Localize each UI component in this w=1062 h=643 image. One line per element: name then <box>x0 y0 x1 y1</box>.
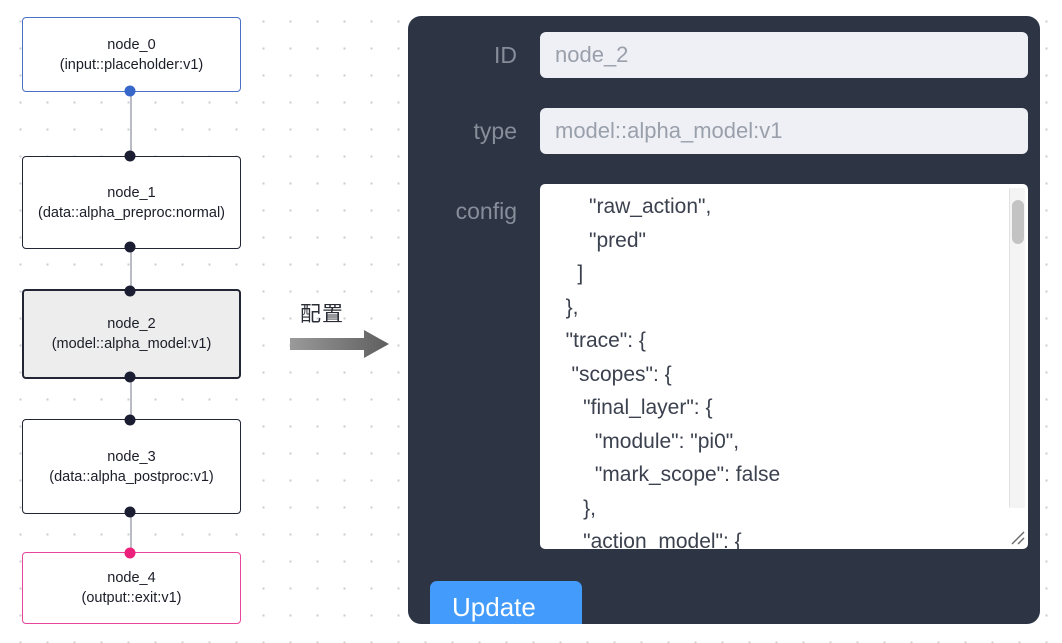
config-scrollbar-thumb[interactable] <box>1012 200 1024 244</box>
edge-node3-node4 <box>130 510 132 556</box>
type-label: type <box>473 117 517 144</box>
node-config-panel: ID type config Update <box>408 16 1040 624</box>
graph-node-node_1[interactable]: node_1(data::alpha_preproc:normal) <box>22 156 241 249</box>
node-label: node_0(input::placeholder:v1) <box>59 36 204 73</box>
config-scrollbar[interactable] <box>1009 188 1025 508</box>
node_1-port-out[interactable] <box>124 241 136 253</box>
node-label: node_3(data::alpha_postproc:v1) <box>49 448 214 485</box>
arrow-right-icon <box>290 330 389 358</box>
node_2-port-out[interactable] <box>124 371 136 383</box>
node_3-port-out[interactable] <box>124 506 136 518</box>
type-field-row: type <box>422 108 1028 154</box>
graph-node-node_0[interactable]: node_0(input::placeholder:v1) <box>22 17 241 92</box>
config-field-row: config <box>422 184 1028 549</box>
id-field-row: ID <box>422 32 1028 78</box>
edge-node1-node2 <box>130 245 132 293</box>
type-input[interactable] <box>540 108 1028 154</box>
node_2-port-in[interactable] <box>124 285 136 297</box>
graph-node-node_4[interactable]: node_4(output::exit:v1) <box>22 552 241 624</box>
config-textarea[interactable] <box>540 184 1028 549</box>
annotation-arrow-group: 配置 <box>290 298 398 358</box>
config-textarea-wrap <box>540 184 1028 549</box>
graph-node-node_2[interactable]: node_2(model::alpha_model:v1) <box>22 289 241 379</box>
node_1-port-in[interactable] <box>124 150 136 162</box>
node_3-port-in[interactable] <box>124 414 136 426</box>
id-label: ID <box>494 41 517 68</box>
config-label: config <box>455 198 517 224</box>
node-label: node_2(model::alpha_model:v1) <box>51 316 212 352</box>
id-input[interactable] <box>540 32 1028 78</box>
node-label: node_1(data::alpha_preproc:normal) <box>38 184 225 221</box>
resize-handle-icon[interactable] <box>1008 528 1026 546</box>
node_4-port-in[interactable] <box>124 547 136 559</box>
graph-node-node_3[interactable]: node_3(data::alpha_postproc:v1) <box>22 419 241 514</box>
arrow-label: 配置 <box>300 302 344 326</box>
edge-node0-node1 <box>130 88 132 160</box>
update-button[interactable]: Update <box>430 581 582 624</box>
node-label: node_4(output::exit:v1) <box>81 570 182 606</box>
node_0-port-out[interactable] <box>124 85 136 97</box>
edge-node2-node3 <box>130 375 132 423</box>
